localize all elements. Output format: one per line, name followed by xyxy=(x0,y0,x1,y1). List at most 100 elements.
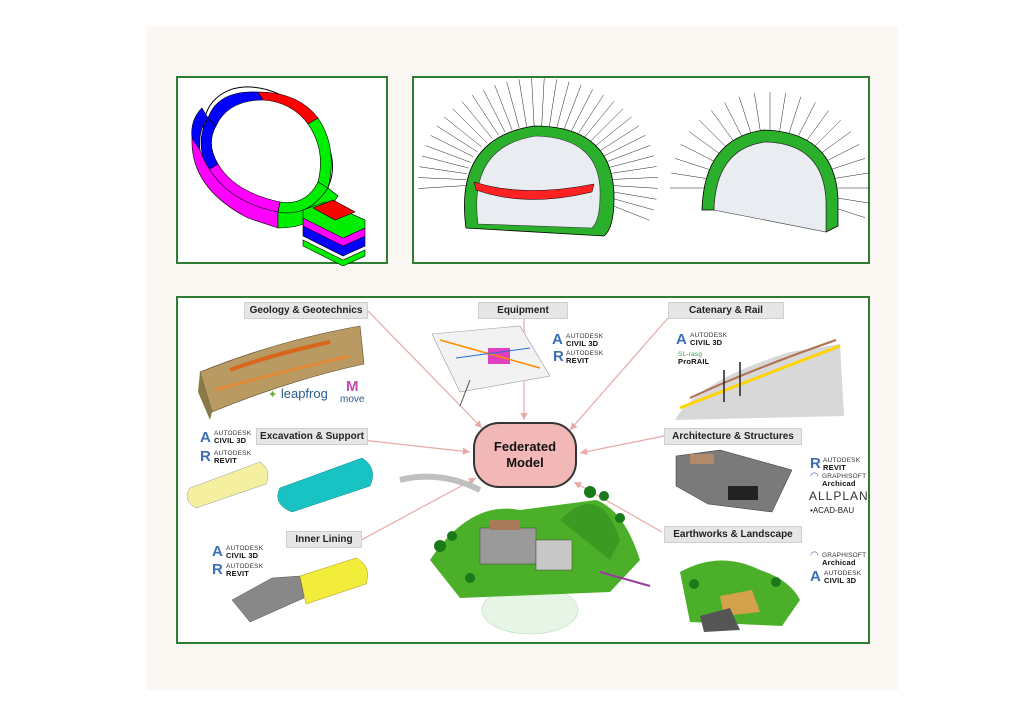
rock-bolt-line xyxy=(754,93,761,133)
revit-icon: R xyxy=(200,448,211,465)
tunnel-profile-left xyxy=(464,125,615,237)
geology-model xyxy=(198,325,365,420)
revit-icon: R xyxy=(553,348,564,365)
rock-bolt-line xyxy=(812,119,841,149)
rock-bolt-line xyxy=(823,144,860,163)
label-geology: Geology & Geotechnics xyxy=(244,302,368,319)
panel-segment-ring xyxy=(176,76,388,266)
earthworks-model xyxy=(680,560,800,632)
panel-tunnel-profiles xyxy=(412,76,870,264)
rock-bolt-line xyxy=(506,81,520,129)
label-architecture: Architecture & Structures xyxy=(664,428,802,445)
label-inner-lining: Inner Lining xyxy=(286,531,362,548)
acadbau-dot-icon: • xyxy=(810,506,813,515)
rock-bolt-line xyxy=(805,110,829,143)
rock-bolt-line xyxy=(829,172,869,180)
rock-bolt-line xyxy=(826,158,866,171)
rock-bolt-line xyxy=(779,93,786,133)
rock-bolt-line xyxy=(444,116,482,148)
rock-bolt-line xyxy=(541,78,545,127)
arrow-architecture xyxy=(579,435,665,456)
allplan-logo: ALLPLAN xyxy=(809,489,869,503)
rock-bolt-line xyxy=(593,116,632,148)
rock-bolt-line xyxy=(419,166,467,174)
federated-model-node: Federated Model xyxy=(473,422,577,488)
autodesk-icon: A xyxy=(810,568,821,585)
rock-bolt-line xyxy=(577,94,604,136)
rock-bolt-line xyxy=(556,81,570,128)
acadbau-logo: •ACAD-BAU xyxy=(810,506,855,515)
rock-bolt-line xyxy=(674,158,714,171)
rock-bolt-line xyxy=(418,185,467,189)
arrow-geology xyxy=(367,310,483,429)
archicad-icon: ◠ xyxy=(810,471,819,482)
arrow-inner-lining xyxy=(351,477,477,546)
rock-bolt-line xyxy=(607,155,655,169)
rock-bolt-line xyxy=(570,89,593,133)
segment-ring-illustration xyxy=(191,86,366,266)
arrow-excavation xyxy=(361,439,471,455)
center-line-1: Federated xyxy=(493,439,557,454)
rock-bolt-line xyxy=(421,155,469,169)
rock-bolt-line xyxy=(688,131,722,156)
archicad-icon: ◠ xyxy=(810,550,819,561)
rock-bolt-line xyxy=(605,145,651,163)
rock-bolt-line xyxy=(518,79,527,127)
rock-bolt-line xyxy=(430,135,474,158)
tunnel-profile-right xyxy=(701,129,839,233)
rock-bolt-line xyxy=(818,131,852,156)
center-line-2: Model xyxy=(506,455,544,470)
rock-bolt-line xyxy=(607,196,654,211)
rock-bolt-line xyxy=(494,84,513,130)
rock-bolt-line xyxy=(425,145,471,163)
autodesk-icon: A xyxy=(212,543,223,560)
rock-bolt-line xyxy=(671,172,711,180)
autodesk-icon: A xyxy=(200,429,211,446)
rock-bolt-line xyxy=(549,79,558,127)
rock-bolt-line xyxy=(461,101,493,139)
rock-bolt-line xyxy=(583,101,614,139)
rock-bolt-line xyxy=(472,94,499,136)
rock-bolt-line xyxy=(797,102,816,139)
rock-bolt-line xyxy=(788,96,802,135)
rock-bolt-line xyxy=(609,166,657,174)
equipment-model xyxy=(431,325,551,407)
rock-bolt-line xyxy=(738,96,752,135)
rock-bolt-line xyxy=(418,177,467,180)
rock-bolt-line xyxy=(452,108,487,143)
label-catenary: Catenary & Rail xyxy=(668,302,784,319)
architecture-model xyxy=(675,449,793,513)
rock-bolt-line xyxy=(531,78,535,127)
autodesk-icon: A xyxy=(676,331,687,348)
rock-bolt-line xyxy=(609,185,658,189)
rock-bolt-line xyxy=(563,84,582,130)
move-logo: M move xyxy=(340,378,365,405)
label-equipment: Equipment xyxy=(478,302,568,319)
catenary-model xyxy=(676,339,844,420)
autodesk-icon: A xyxy=(552,331,563,348)
label-earthworks: Earthworks & Landscape xyxy=(664,526,802,543)
tunnel-profiles-illustration xyxy=(418,78,870,237)
rock-bolt-line xyxy=(699,119,728,149)
label-excavation: Excavation & Support xyxy=(256,428,368,445)
rock-bolt-line xyxy=(680,144,717,163)
rock-bolt-line xyxy=(608,191,657,200)
rock-bolt-line xyxy=(602,135,646,158)
revit-icon: R xyxy=(810,455,821,472)
excavation-model xyxy=(186,457,373,513)
rock-bolt-line xyxy=(436,125,478,153)
rock-bolt-line xyxy=(711,110,735,143)
